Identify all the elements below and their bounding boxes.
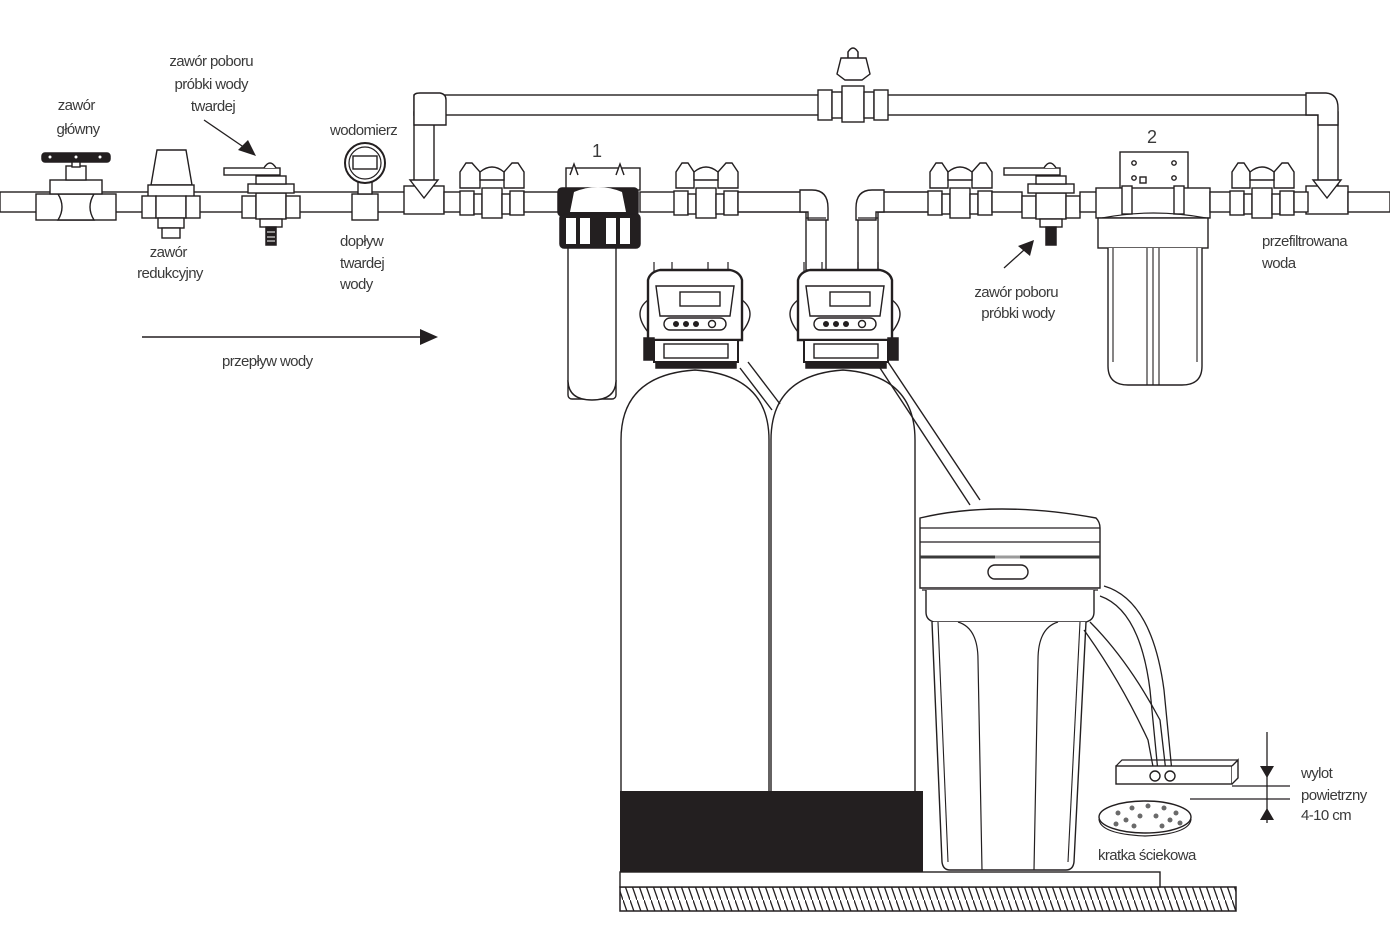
hard-water-inlet-label: dopływ twardej wody xyxy=(339,233,388,293)
pipe-elbow-from-softener xyxy=(855,189,931,271)
water-meter-label: wodomierz xyxy=(329,122,397,139)
filtered-water-label: przefiltrowana woda xyxy=(1261,233,1351,272)
drain-hoses xyxy=(1083,585,1173,773)
drain-block xyxy=(1115,758,1239,785)
hard-water-sample-valve xyxy=(223,162,301,246)
reducing-valve-label: zawór redukcyjny xyxy=(137,244,204,282)
air-gap-dimension xyxy=(1190,732,1290,823)
bypass-tee-right xyxy=(1305,179,1349,215)
bypass-tee-left xyxy=(403,179,445,215)
air-gap-label: wylot powietrzny 4-10 cm xyxy=(1300,765,1370,824)
sample-valve xyxy=(1003,162,1081,246)
bypass-valve xyxy=(817,47,889,123)
brine-line xyxy=(739,361,981,506)
pipe-segment xyxy=(991,191,1023,213)
floor xyxy=(619,871,1237,912)
hard-water-sample-valve-pointer xyxy=(203,119,256,156)
water-meter xyxy=(344,142,386,221)
pre-filter-1 xyxy=(557,161,641,401)
platform xyxy=(619,871,1161,888)
reducing-valve xyxy=(141,149,201,239)
filter-2-number: 2 xyxy=(1147,127,1157,147)
main-valve xyxy=(35,152,117,221)
outlet-pipe xyxy=(1347,191,1390,213)
ball-valve-outlet xyxy=(1229,162,1295,219)
floor-drain-label: kratka ściekowa xyxy=(1098,847,1197,864)
softener-tank-left xyxy=(620,369,770,871)
brine-tank xyxy=(919,508,1101,871)
filter-2 xyxy=(1095,151,1211,386)
floor-drain-grate xyxy=(1098,800,1192,837)
sample-valve-label: zawór poboru próbki wody xyxy=(974,284,1061,322)
ball-valve-softener-in xyxy=(673,162,739,219)
pipe-segment xyxy=(1209,191,1233,213)
filter-1-number: 1 xyxy=(592,141,602,161)
pipe-elbow-to-softener xyxy=(737,189,829,271)
sample-valve-pointer xyxy=(1003,240,1034,269)
pipe-segment xyxy=(1293,191,1309,213)
ball-valve-softener-out xyxy=(927,162,993,219)
pipe-segment xyxy=(639,191,677,213)
tank-base xyxy=(620,791,923,872)
control-head-left xyxy=(639,262,751,369)
water-flow-label: przepływ wody xyxy=(222,353,314,370)
water-flow-arrow xyxy=(142,329,438,345)
ball-valve-inlet xyxy=(443,162,525,219)
pipe-segment xyxy=(523,191,561,213)
hard-water-sample-valve-label: zawór poboru próbki wody twardej xyxy=(169,53,256,115)
main-valve-label: zawór główny xyxy=(56,97,100,138)
control-head-right xyxy=(789,262,901,369)
